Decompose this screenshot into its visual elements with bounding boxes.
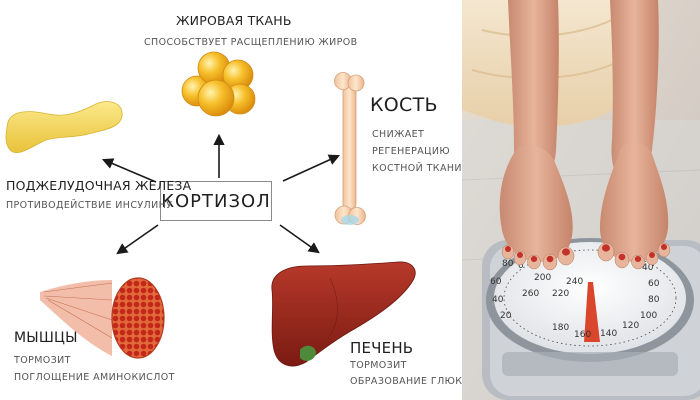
dial-number: 180 [552,323,569,333]
dial-number: 160 [574,330,591,340]
fat-effect: СПОСОБСТВУЕТ РАСЩЕПЛЕНИЮ ЖИРОВ [144,37,358,48]
cortisol-label: КОРТИЗОЛ [161,190,271,212]
scale-needle [584,282,600,342]
scale-photo: 80 60 40 20 0 200 180 160 140 120 100 80… [462,0,700,400]
bone-title: КОСТЬ [370,94,438,116]
fat-title: ЖИРОВАЯ ТКАНЬ [176,13,292,28]
dial-number: 40 [642,263,654,273]
liver-effect-line2: ОБРАЗОВАНИЕ ГЛЮКОЗЫ [350,376,486,387]
liver-title: ПЕЧЕНЬ [350,339,414,357]
dial-number: 40 [492,295,504,305]
cortisol-diagram: КОРТИЗОЛ ЖИРОВАЯ ТКАНЬ СПОСОБСТВУЕТ РАСЩ… [5,13,486,387]
scale-photo-graphics: 80 60 40 20 0 200 180 160 140 120 100 80… [462,0,700,400]
liver-effect-line1: ТОРМОЗИТ [350,360,407,371]
dial-number: 80 [648,295,660,305]
dial-number: 200 [534,273,551,283]
dial-number: 80 [502,259,514,269]
diagram-graphics [5,51,416,367]
bone-effect-line3: КОСТНОЙ ТКАНИ [372,163,462,174]
dial-number: 60 [648,279,660,289]
arrow-to-pancreas [101,158,157,183]
dial-number: 0 [518,261,524,271]
cortisol-box: КОРТИЗОЛ [160,181,272,221]
fat-tissue-illustration [181,51,256,117]
pancreas-illustration [5,101,123,154]
bathroom-scale [482,238,700,400]
dial-number: 220 [552,289,569,299]
dial-number: 120 [622,321,639,331]
bone-effect-line1: СНИЖАЕТ [372,129,425,140]
arrow-to-muscles [116,224,159,255]
feet [499,0,671,271]
arrow-to-liver [279,224,320,254]
muscles-effect-line2: ПОГЛОЩЕНИЕ АМИНОКИСЛОТ [14,372,175,383]
dial-number: 100 [640,311,657,321]
dial-number: 140 [600,329,617,339]
dial-number: 240 [566,277,583,287]
muscle-illustration [40,277,165,359]
bone-effect-line2: РЕГЕНЕРАЦИЮ [372,146,451,157]
muscles-title: МЫШЦЫ [14,330,78,346]
pancreas-effect: ПРОТИВОДЕЙСТВИЕ ИНСУЛИНУ [6,200,173,211]
dial-number: 260 [522,289,539,299]
muscles-effect-line1: ТОРМОЗИТ [14,355,71,366]
arrow-to-bone [282,154,341,182]
liver-illustration [271,261,416,367]
pancreas-title: ПОДЖЕЛУДОЧНАЯ ЖЕЛЕЗА [6,178,192,193]
dial-number: 60 [490,277,502,287]
bone-illustration [334,72,366,225]
dial-number: 20 [500,311,512,321]
